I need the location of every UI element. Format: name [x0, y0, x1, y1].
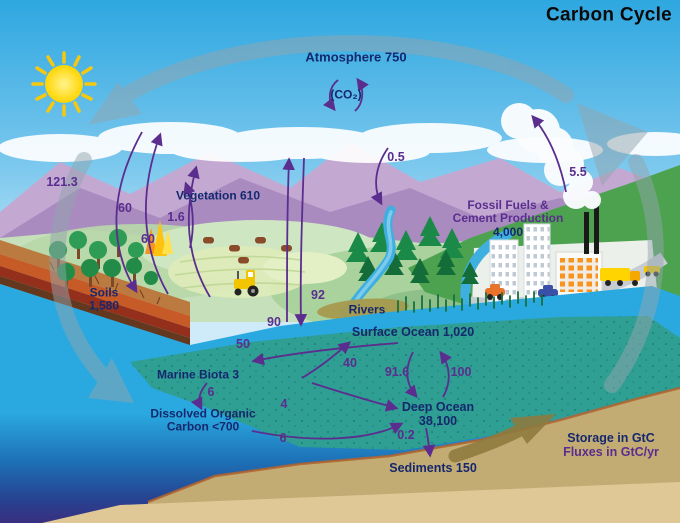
flux-arrows [115, 77, 567, 458]
flux-arrow-biota-to-deep [311, 382, 399, 412]
cycle-arrowhead-up [577, 103, 648, 186]
conifer-trees [346, 216, 479, 284]
bottom-cut-face [42, 482, 680, 523]
flux-arrow-land-use [183, 181, 196, 249]
cows [203, 237, 292, 264]
factory-icon [555, 206, 603, 297]
fire-icon [145, 220, 173, 256]
grand-cycle-arrows [49, 35, 664, 403]
flux-arrow-ocean-uptake [294, 157, 308, 327]
cycle-arrow-seafloor [448, 414, 556, 463]
soil-cross-section [0, 240, 190, 346]
cycle-arrowhead-down [88, 358, 134, 403]
flux-arrow-downwelling [404, 351, 418, 399]
flux-arrow-fossil-emissions [531, 114, 567, 193]
co2-cycle-arrow-right [354, 77, 369, 112]
tractor-icon [234, 270, 259, 297]
flux-arrow-photosynthesis [115, 131, 143, 294]
flux-arrow-burial [422, 427, 436, 458]
right-river [460, 229, 513, 307]
flux-arrow-biota-to-doc [190, 382, 208, 411]
flux-arrow-ocean-outgassing [282, 157, 295, 323]
cycle-arrowhead-left [88, 82, 142, 125]
flux-arrow-biota-uptake [251, 342, 399, 366]
flux-arrow-biota-release [301, 341, 352, 379]
co2-cycle-arrow-left [322, 79, 339, 112]
cycle-arc-right [604, 154, 664, 393]
truck-icon [600, 268, 640, 286]
city [460, 103, 668, 311]
sun-icon [31, 51, 97, 117]
marsh-grass [397, 291, 543, 313]
flux-arrow-respiration-1 [145, 132, 169, 295]
car-icon [485, 284, 505, 300]
flux-arrow-regrowth [370, 147, 389, 206]
cycle-arc-top [110, 35, 574, 108]
flux-arrow-upwelling [439, 350, 452, 398]
flux-arrow-doc-to-deep [251, 422, 404, 440]
